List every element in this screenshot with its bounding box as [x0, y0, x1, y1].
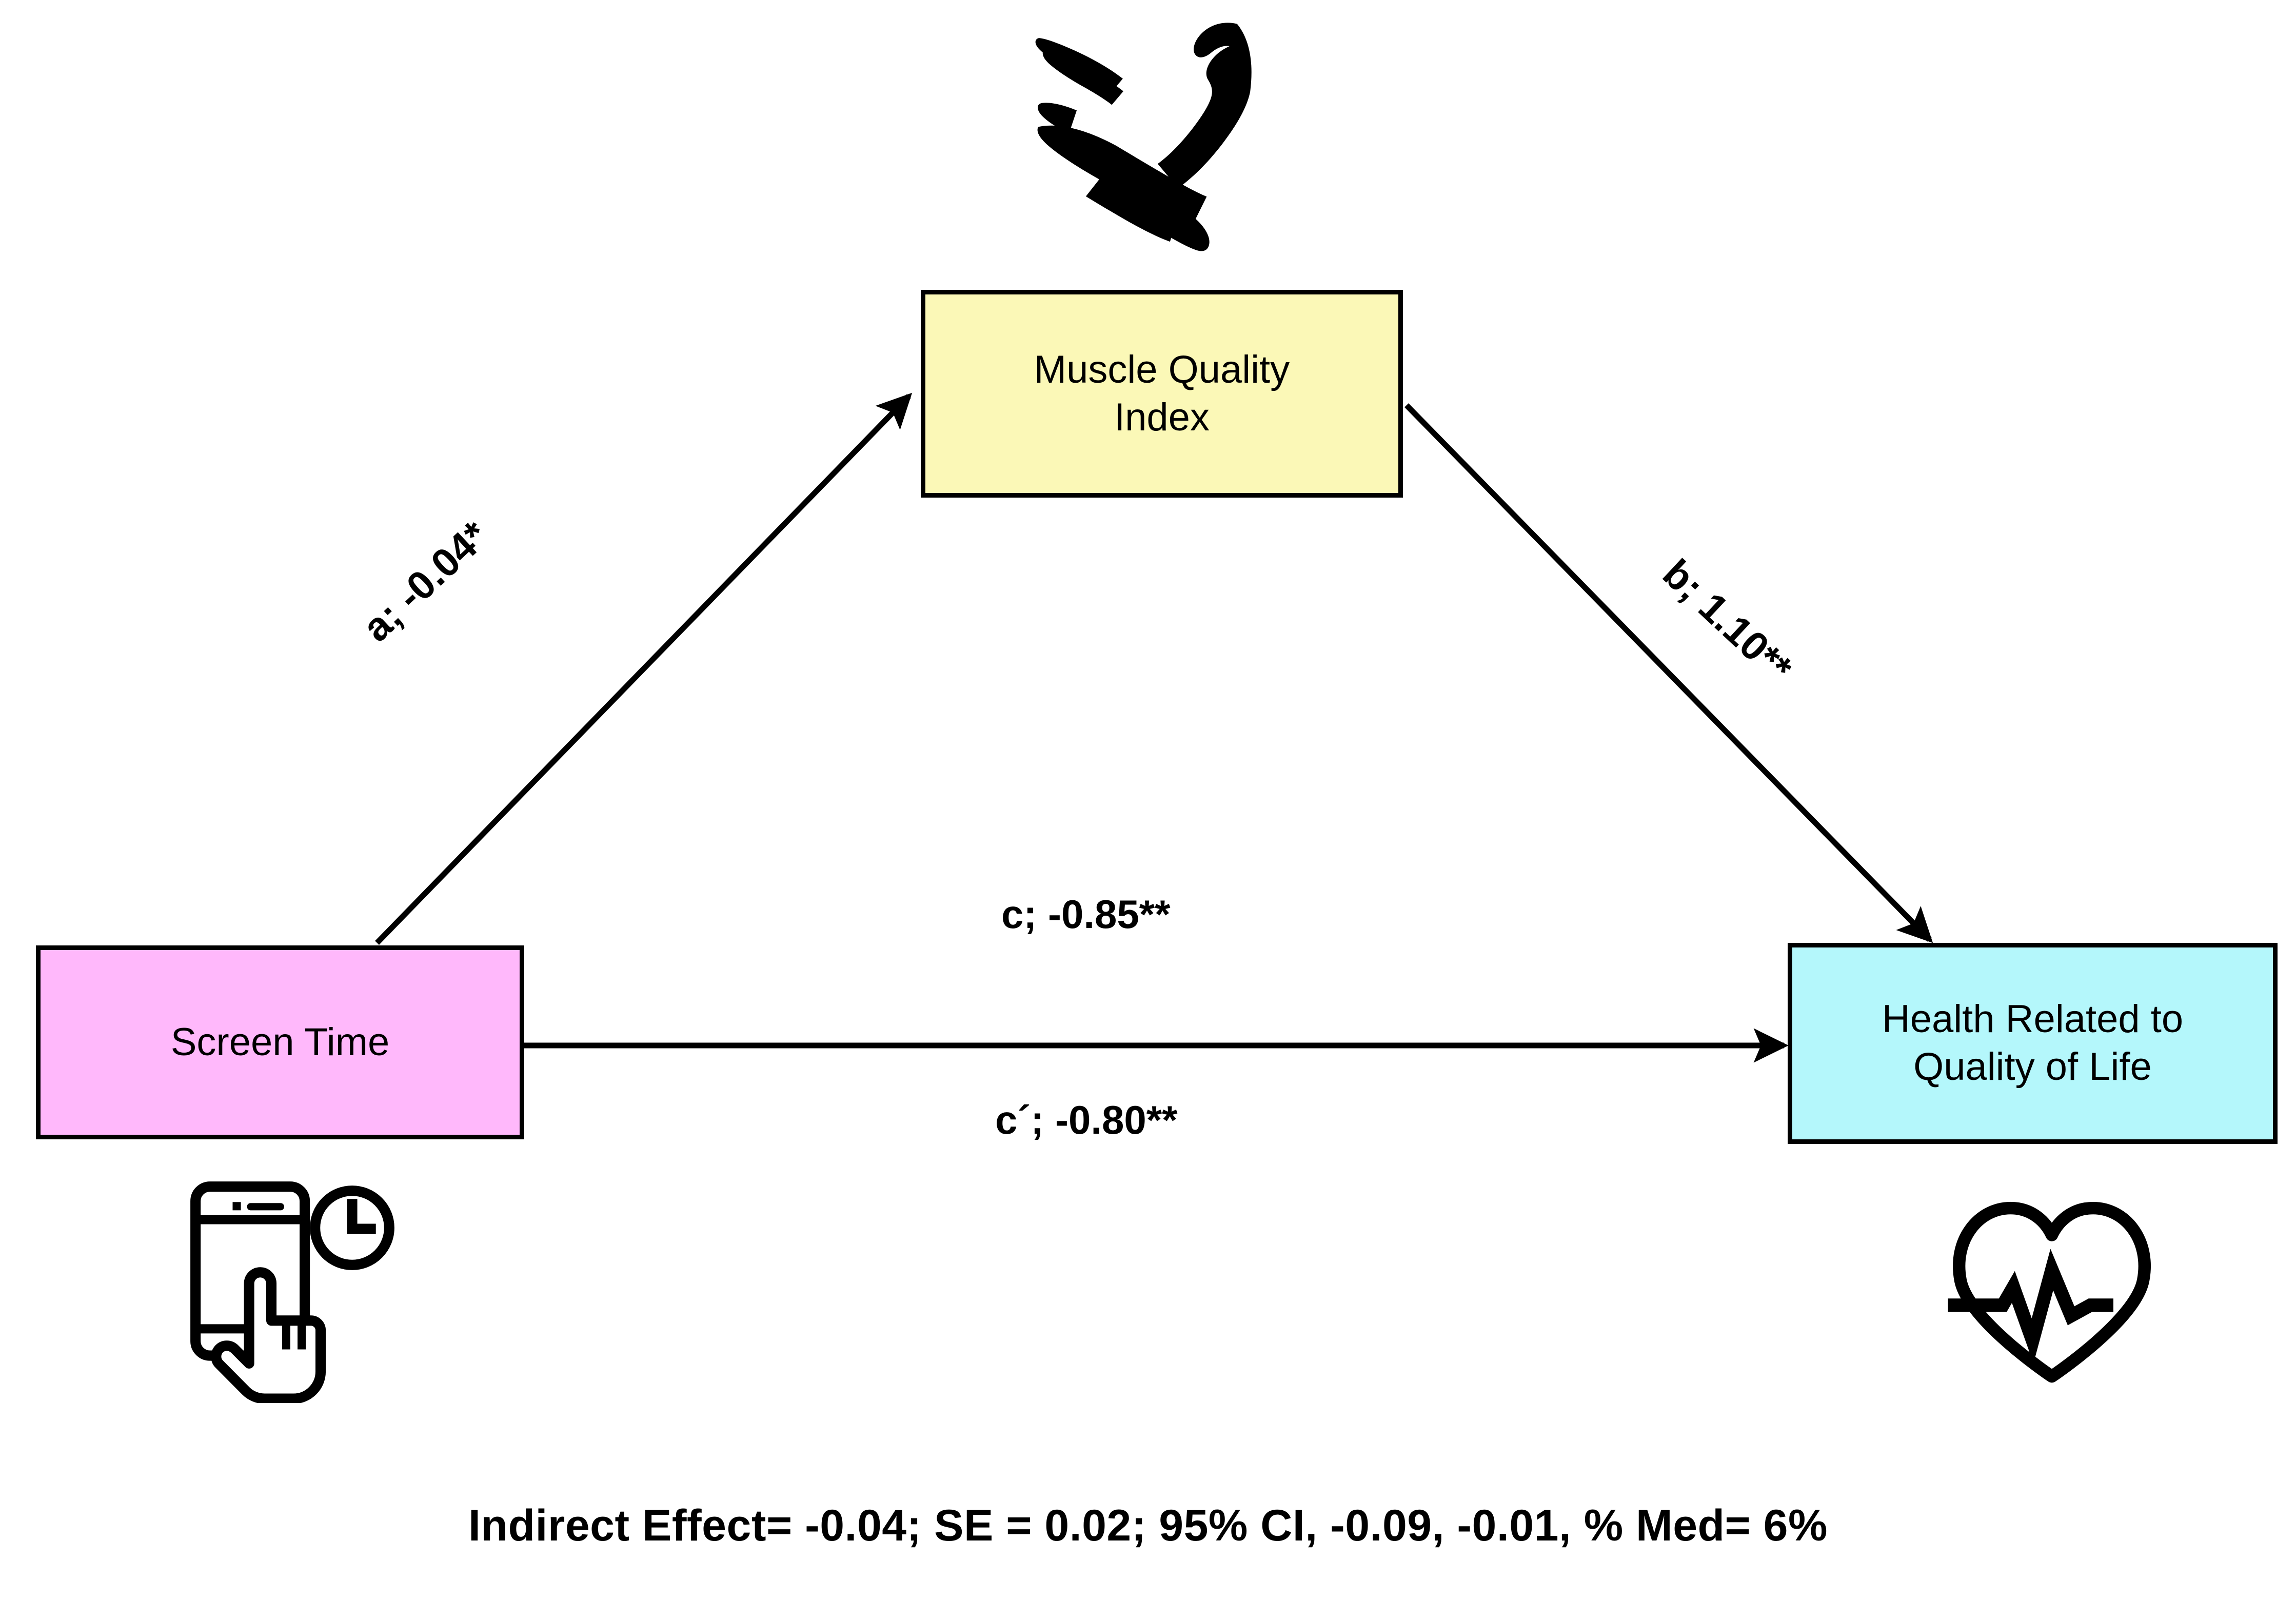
- indirect-effect-caption: Indirect Effect= -0.04; SE = 0.02; 95% C…: [468, 1501, 1828, 1550]
- heart-pulse-icon: [1944, 1193, 2160, 1385]
- path-c-label: c; -0.85**: [1001, 892, 1171, 937]
- node-predictor-label: Screen Time: [170, 1020, 390, 1064]
- node-mediator-label-line2: Index: [1114, 395, 1210, 439]
- path-c-prime-label: c´; -0.80**: [995, 1097, 1178, 1142]
- flexed-bicep-icon: [1003, 10, 1270, 251]
- path-a-arrow: [375, 392, 913, 945]
- smartphone-clock-icon: [185, 1172, 400, 1403]
- node-outcome-label-line2: Quality of Life: [1913, 1045, 2152, 1089]
- node-mediator-label-line1: Muscle Quality: [1034, 347, 1290, 391]
- node-outcome-label-line1: Health Related to: [1882, 997, 2184, 1041]
- path-b-arrow: [1404, 403, 1933, 943]
- node-predictor-screen-time[interactable]: Screen Time: [36, 945, 524, 1139]
